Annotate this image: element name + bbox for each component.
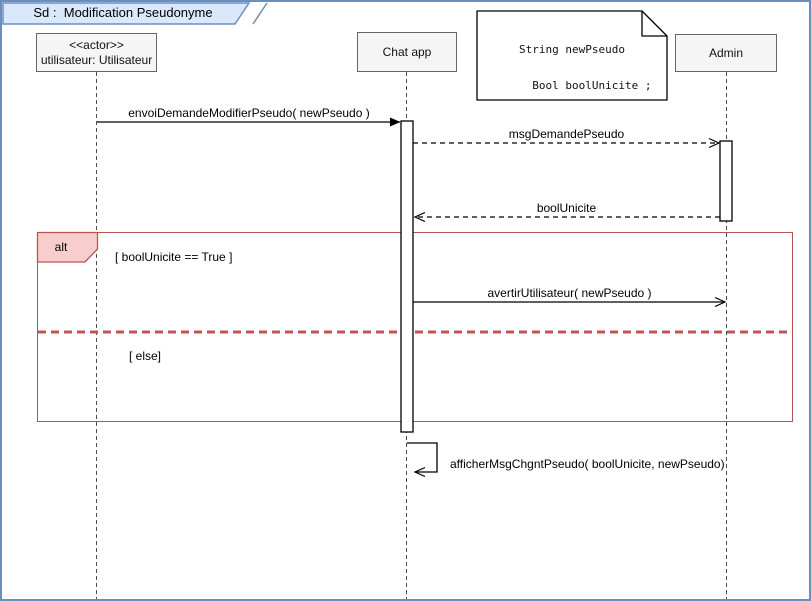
title-tab-shape bbox=[2, 2, 251, 25]
diagram-title: Sd : Modification Pseudonyme bbox=[33, 5, 213, 20]
participant-box-admin: Admin bbox=[675, 34, 777, 72]
alt-operator-pentagon bbox=[36, 231, 99, 263]
activation-bar-chat-app bbox=[400, 120, 414, 433]
participant-name: Chat app bbox=[382, 44, 432, 59]
guard-else-label: [ else] bbox=[129, 349, 162, 363]
title-tab-outer-slash bbox=[252, 2, 268, 25]
note-shape bbox=[476, 10, 668, 101]
activation-bar-admin bbox=[719, 140, 733, 222]
message-label-afficher-msg: afficherMsgChgntPseudo( boolUnicite, new… bbox=[450, 457, 725, 471]
message-label-avertir-utilisateur: avertirUtilisateur( newPseudo ) bbox=[487, 286, 652, 300]
participant-box-chat-app: Chat app bbox=[357, 32, 457, 72]
message-label-bool-unicite: boolUnicite bbox=[536, 201, 597, 215]
alt-operator-label: alt bbox=[54, 240, 68, 254]
note-line-2: Bool boolUnicite ; bbox=[532, 79, 652, 92]
participant-name: utilisateur: Utilisateur bbox=[40, 52, 153, 67]
participant-box-utilisateur: <<actor>> utilisateur: Utilisateur bbox=[36, 33, 157, 72]
message-label-envoi-demande: envoiDemandeModifierPseudo( newPseudo ) bbox=[128, 106, 370, 120]
note-line-1: String newPseudo bbox=[519, 43, 625, 56]
message-label-msg-demande-pseudo: msgDemandePseudo bbox=[508, 127, 625, 141]
alt-fragment-box bbox=[37, 232, 793, 422]
note-text: String newPseudo Bool boolUnicite ; bbox=[477, 41, 667, 113]
participant-stereotype: <<actor>> bbox=[69, 37, 124, 52]
guard-true-label: [ boolUnicite == True ] bbox=[115, 250, 233, 264]
participant-name: Admin bbox=[708, 45, 743, 60]
note-fold-corner bbox=[641, 11, 667, 37]
self-message-hook bbox=[407, 442, 438, 478]
